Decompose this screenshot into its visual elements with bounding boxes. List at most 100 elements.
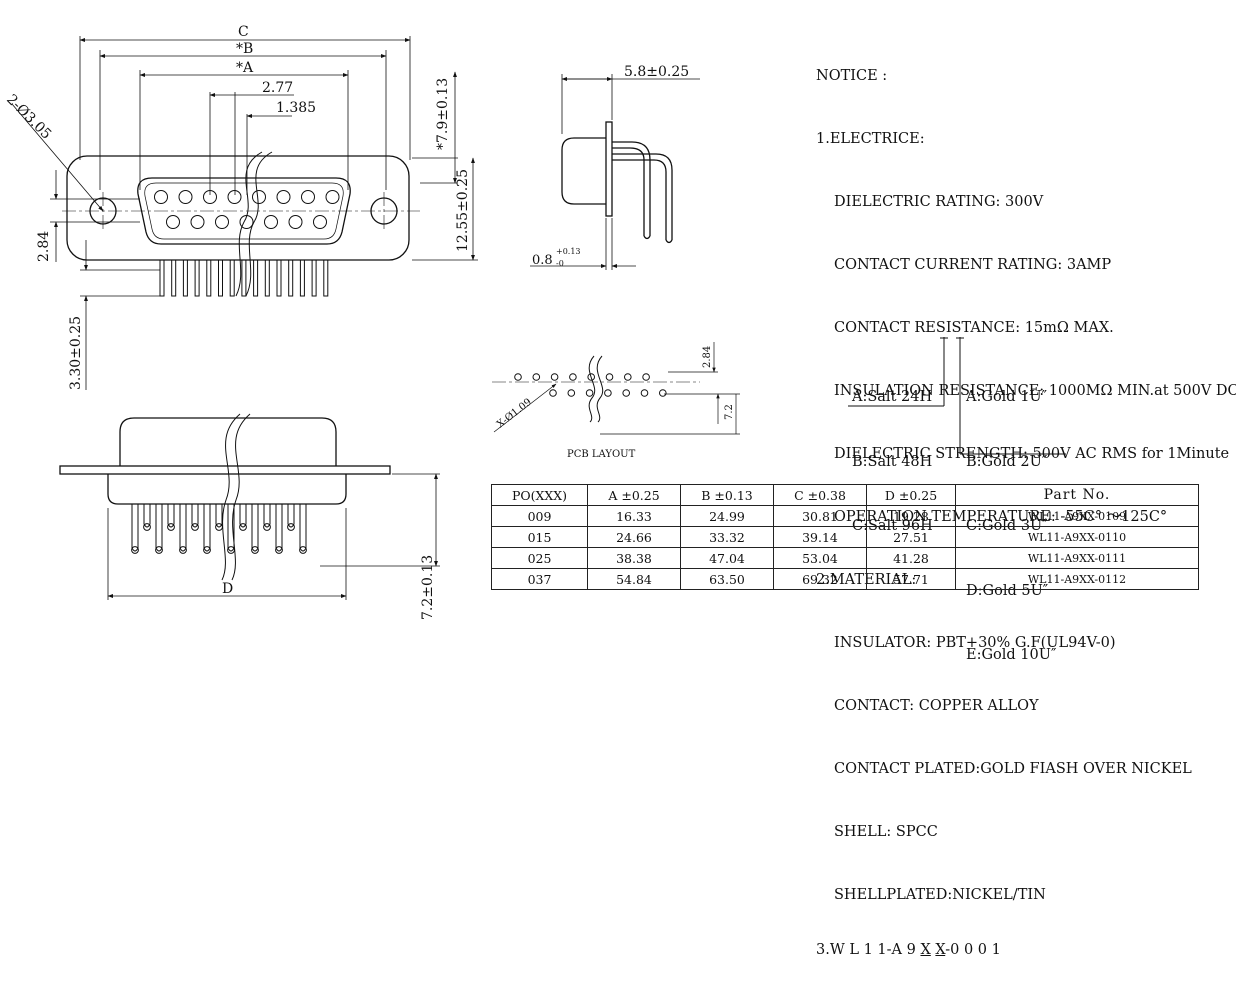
pin-contact [190, 215, 205, 229]
pin-leg [131, 504, 139, 552]
salt-option: A:Salt 24H [852, 389, 933, 405]
dim-pin-len-label: 3.30±0.25 [68, 316, 84, 390]
pin-leg [143, 504, 151, 528]
pin-tip [251, 546, 259, 554]
table-cell: 009 [491, 505, 588, 527]
pin-leg [179, 504, 187, 552]
pin-contact [264, 215, 278, 229]
dim-height-top-label: *7.9±0.13 [435, 78, 451, 150]
pin-leg [264, 259, 270, 297]
pcb-hole [569, 373, 577, 381]
notice-electric-item: DIELECTRIC RATING: 300V [834, 194, 1044, 210]
dim-thickness-label: 0.8 [532, 253, 553, 268]
table-cell: 015 [491, 526, 588, 548]
pin-leg [287, 504, 295, 528]
pin-leg [299, 259, 305, 297]
pcb-hole [605, 373, 614, 381]
table-cell: 19.28 [866, 505, 956, 527]
table-row: 015 24.66 33.32 39.14 27.51 WL11-A9XX-01… [491, 526, 1199, 548]
pin-leg [206, 259, 212, 297]
pcb-hole [585, 389, 594, 397]
pin-tip [263, 523, 271, 531]
table-cell: 24.99 [680, 505, 774, 527]
technical-drawing: C *B *A 2.77 1.385 2-Ø3.05 *7.9±0.13 12.… [3, 24, 1066, 620]
pin-leg [194, 259, 200, 297]
pcb-hole [514, 373, 522, 381]
table-header: Part No. [955, 484, 1199, 506]
front-view-labels: C *B *A 2.77 1.385 2-Ø3.05 *7.9±0.13 12.… [3, 24, 471, 390]
pin-leg [263, 504, 271, 528]
pin-contact [313, 215, 327, 229]
dim-pin-len-bottom-label: 7.2±0.13 [420, 555, 436, 620]
part-number-prefix: 3.W L 1 1-A 9 [816, 942, 921, 958]
front-view [11, 36, 478, 390]
pin-contact [166, 215, 180, 229]
dim-thickness-tol-bottom: -0 [556, 259, 564, 268]
table-cell: 33.32 [680, 526, 774, 548]
pin-leg [241, 259, 247, 297]
dimension-table: PO(XXX) A ±0.25 B ±0.13 C ±0.38 D ±0.25 … [491, 484, 1199, 590]
pin-tip [167, 523, 175, 531]
gold-option: B:Gold 2U″ [966, 453, 1048, 470]
pcb-hole [640, 389, 649, 397]
part-number-suffix: -0 0 0 1 [945, 942, 1001, 958]
bottom-view [59, 413, 440, 600]
table-row: 009 16.33 24.99 30.81 19.28 WL11-A9XX-01… [491, 505, 1199, 527]
pin-tip [131, 546, 139, 554]
table-cell: 57.71 [866, 568, 956, 590]
pin-contact [154, 190, 168, 204]
pin-tip [155, 546, 163, 554]
table-row: 025 38.38 47.04 53.04 41.28 WL11-A9XX-01… [491, 547, 1199, 569]
pin-leg [311, 259, 317, 297]
notice-material-item: SHELLPLATED:NICKEL/TIN [834, 887, 1046, 903]
pin-contact [325, 190, 340, 204]
salt-option: B:Salt 48H [852, 453, 933, 470]
pin-leg [275, 504, 283, 552]
dim-holes-label: 2-Ø3.05 [3, 92, 54, 143]
table-header-row: PO(XXX) A ±0.25 B ±0.13 C ±0.38 D ±0.25 … [491, 484, 1199, 506]
table-cell: 39.14 [773, 526, 867, 548]
pin-tip [203, 546, 211, 554]
dim-pitch1-label: 1.385 [276, 100, 316, 116]
pin-tip [299, 546, 307, 554]
part-number-salt-x: X [920, 942, 931, 958]
dim-c-label: C [238, 24, 249, 40]
gold-option: A:Gold 1U″ [966, 389, 1048, 405]
table-cell: 47.04 [680, 547, 774, 569]
pin-leg [182, 259, 188, 297]
pin-contact [227, 190, 242, 204]
dim-b-label: *B [236, 41, 253, 57]
table-cell: 30.81 [773, 505, 867, 527]
dim-depth-label: 5.8±0.25 [624, 64, 689, 80]
pin-leg [239, 504, 247, 528]
pin-leg [191, 504, 199, 528]
dim-d-label: D [222, 581, 233, 597]
table-header: PO(XXX) [491, 484, 588, 506]
notice-electric-item: DIELECTRIC STRENGTH: 500V AC RMS for 1Mi… [834, 446, 1230, 462]
pin-leg [159, 259, 165, 297]
dim-pitch2-label: 2.77 [262, 80, 293, 96]
gold-option: E:Gold 10U″ [966, 647, 1057, 663]
side-view-labels: 5.8±0.25 0.8 +0.13 -0 [532, 64, 689, 268]
table-cell: 16.33 [587, 505, 681, 527]
pcb-hole [532, 373, 541, 381]
pcb-hole [642, 373, 650, 381]
pcb-layout-labels: 2.84 7.2 X-Ø1.09 PCB LAYOUT [495, 346, 735, 460]
notice-title: NOTICE : [816, 68, 888, 84]
pin-tip [227, 546, 235, 554]
table-cell: 037 [491, 568, 588, 590]
pcb-layout-title: PCB LAYOUT [567, 449, 636, 460]
notice-material-item: CONTACT: COPPER ALLOY [834, 698, 1039, 714]
table-cell: WL11-A9XX-0111 [955, 547, 1199, 569]
table-header: B ±0.13 [680, 484, 774, 506]
pcb-hole [567, 389, 576, 397]
notice-material-item: SHELL: SPCC [834, 824, 938, 840]
pin-tip [275, 546, 283, 554]
table-cell: 54.84 [587, 568, 681, 590]
notice-material-item: CONTACT PLATED:GOLD FIASH OVER NICKEL [834, 761, 1192, 777]
pcb-hole [604, 389, 612, 397]
pin-leg [288, 259, 294, 297]
pcb-dim-row-label: 2.84 [702, 346, 713, 368]
dim-thickness-tol-top: +0.13 [556, 247, 581, 256]
table-header: D ±0.25 [866, 484, 956, 506]
